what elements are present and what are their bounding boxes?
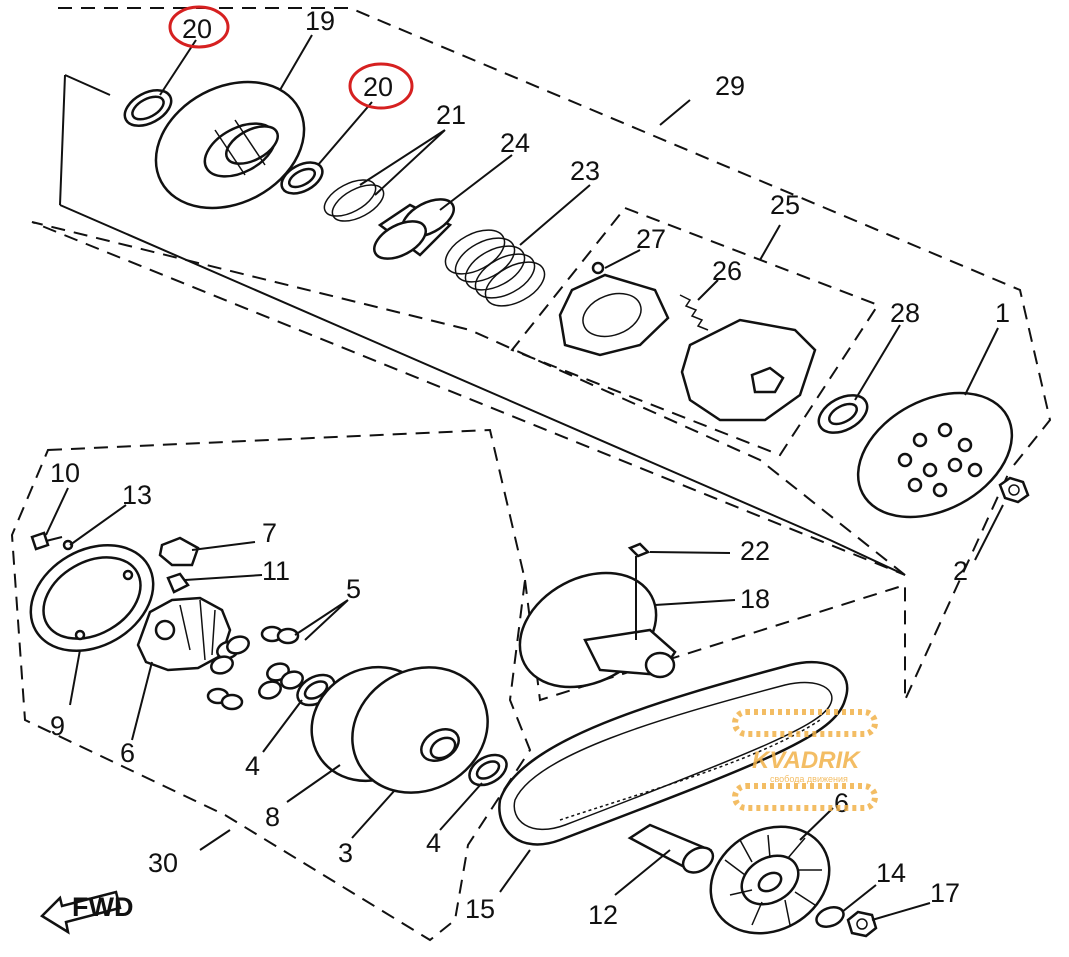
part-7-slider — [158, 536, 200, 567]
label-20-right: 20 — [363, 72, 393, 102]
part-13-washer — [62, 539, 74, 551]
part-16-fan-sheave — [709, 825, 831, 935]
watermark-tagline: свобода движения — [770, 774, 848, 784]
part-22-pin — [627, 542, 651, 640]
part-11-clip — [166, 572, 190, 594]
part-14-washer — [815, 906, 845, 928]
highlight-circle-20-right — [348, 62, 414, 110]
watermark-logo: KVADRIK свобода движения — [732, 709, 878, 811]
label-5: 5 — [346, 574, 361, 604]
label-25: 25 — [770, 190, 800, 220]
part-18-fixed-face — [518, 571, 677, 689]
part-3-drive-face — [351, 666, 489, 794]
label-24: 24 — [500, 128, 530, 158]
part-28-washer — [817, 394, 869, 434]
label-20-left: 20 — [182, 14, 212, 44]
part-4-washer-right — [468, 753, 508, 787]
group-29-outline — [31, 7, 1052, 576]
part-23-spring — [444, 229, 546, 307]
label-13: 13 — [122, 480, 152, 510]
label-1: 1 — [995, 298, 1010, 328]
leader-lines — [45, 34, 1004, 921]
forward-arrow-icon: FWD — [39, 890, 133, 935]
part-10-bolt — [30, 531, 63, 551]
part-5-washers — [206, 625, 300, 711]
group-30-outline — [10, 428, 532, 942]
label-26: 26 — [712, 256, 742, 286]
part-12-sleeve — [627, 823, 715, 874]
label-17: 17 — [930, 878, 960, 908]
label-28: 28 — [890, 298, 920, 328]
label-10: 10 — [50, 458, 80, 488]
fwd-text: FWD — [72, 892, 133, 922]
part-25-clutch-shoe — [680, 318, 817, 422]
part-9-ramp-plate — [29, 543, 155, 653]
part-24-collar — [373, 198, 455, 260]
label-15: 15 — [465, 894, 495, 924]
label-14: 14 — [876, 858, 906, 888]
label-19: 19 — [305, 6, 335, 36]
part-26-spring — [679, 294, 709, 331]
label-23: 23 — [570, 156, 600, 186]
label-4-right: 4 — [426, 828, 441, 858]
label-27: 27 — [636, 224, 666, 254]
label-12: 12 — [588, 900, 618, 930]
label-30: 30 — [148, 848, 178, 878]
shaft-box-outline — [59, 74, 906, 576]
part-6-ramp-plate-fan — [136, 596, 232, 672]
label-21: 21 — [436, 100, 466, 130]
label-7: 7 — [262, 518, 277, 548]
part-20-bushing-left — [123, 89, 173, 127]
part-5-rollers — [210, 635, 304, 700]
part-19-pulley-face — [154, 80, 306, 210]
label-8: 8 — [265, 802, 280, 832]
label-3: 3 — [338, 838, 353, 868]
label-6-left: 6 — [120, 738, 135, 768]
part-21-o-rings — [323, 179, 385, 222]
label-4-left: 4 — [245, 751, 260, 781]
label-6-right: 6 — [834, 788, 849, 818]
part-17-nut — [846, 910, 878, 938]
label-29: 29 — [715, 71, 745, 101]
label-18: 18 — [740, 584, 770, 614]
label-22: 22 — [740, 536, 770, 566]
part-25-clutch-plate — [558, 273, 670, 357]
group-25-outline — [510, 206, 880, 457]
part-1-clutch-drum — [856, 391, 1014, 519]
watermark-brand: KVADRIK — [752, 747, 861, 774]
part-2-nut — [998, 476, 1030, 504]
part-27-screw — [591, 261, 605, 275]
label-2: 2 — [953, 556, 968, 586]
label-9: 9 — [50, 711, 65, 741]
label-11: 11 — [262, 556, 290, 586]
part-15-drive-belt — [498, 660, 849, 846]
part-20-bushing-right — [280, 161, 324, 195]
highlight-circle-20-left — [168, 5, 230, 49]
